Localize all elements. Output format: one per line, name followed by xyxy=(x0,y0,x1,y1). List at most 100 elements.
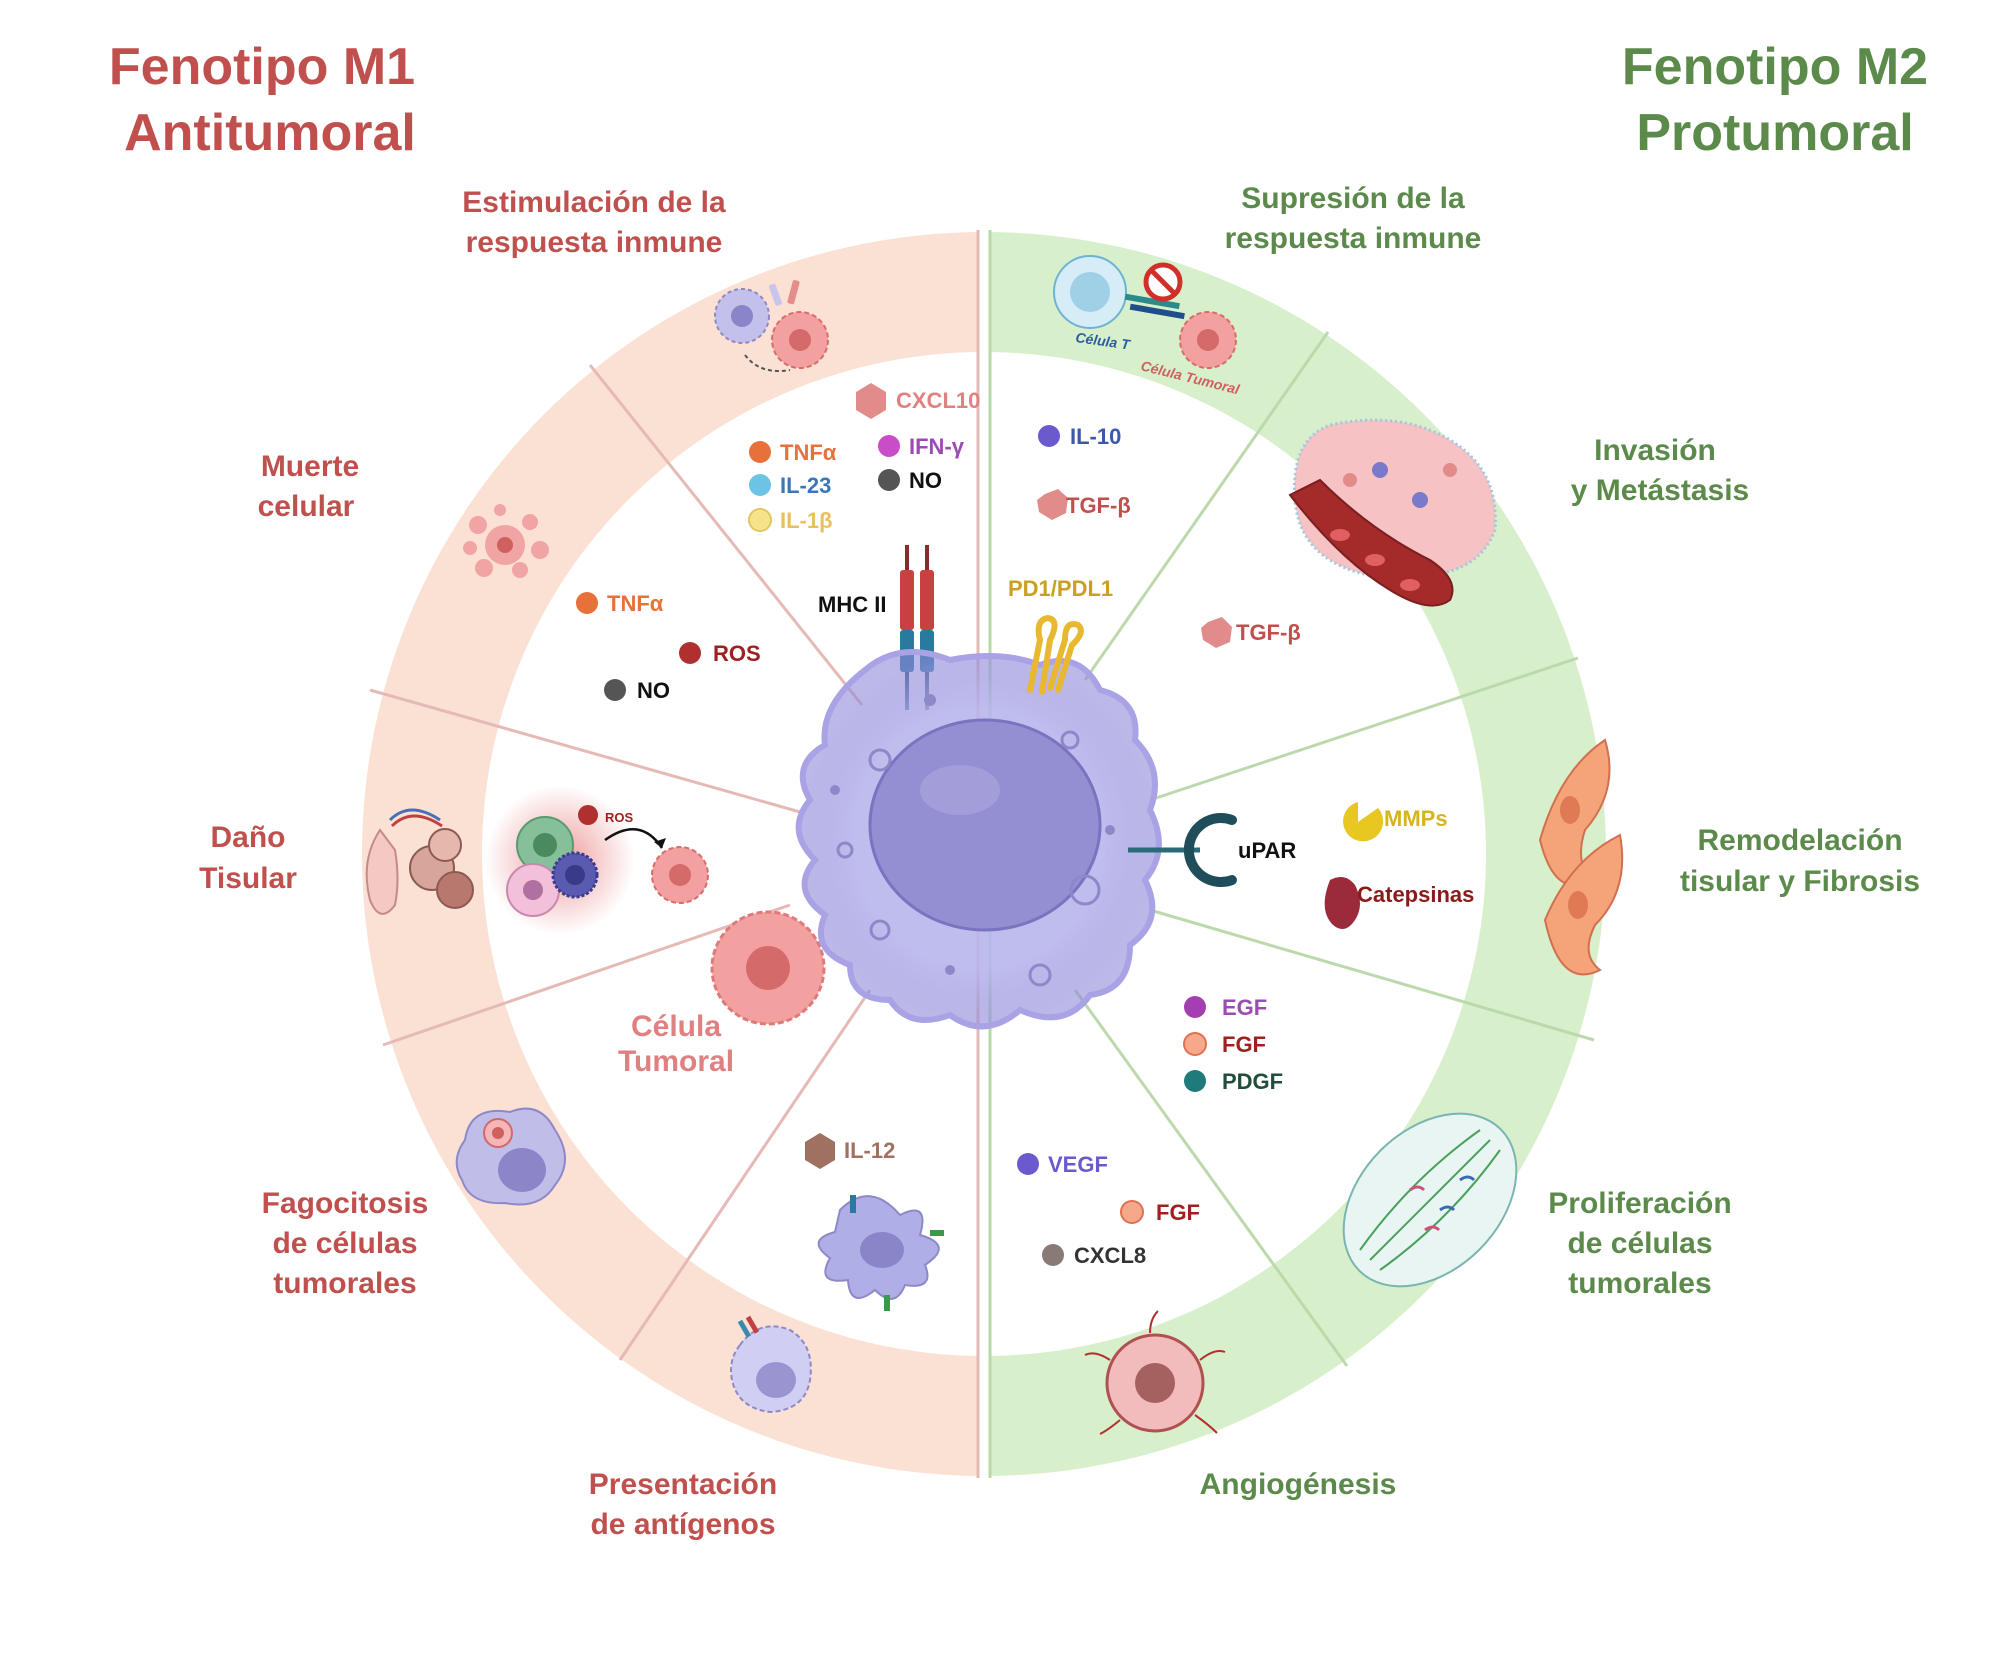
tissue-damage-illustration xyxy=(365,808,474,915)
svg-text:ROS: ROS xyxy=(713,641,761,666)
tgfb-1-marker: TGF-β xyxy=(1037,489,1131,520)
egf-marker: EGF xyxy=(1184,995,1267,1020)
svg-text:Tisular: Tisular xyxy=(199,862,297,895)
macrophage-cell xyxy=(795,649,1162,1030)
il10-marker: IL-10 xyxy=(1038,424,1121,449)
svg-text:TNFα: TNFα xyxy=(780,440,837,465)
svg-text:Invasión: Invasión xyxy=(1594,434,1716,467)
svg-text:VEGF: VEGF xyxy=(1048,1152,1108,1177)
metastasis-illustration xyxy=(1288,418,1497,607)
tumor-cell: Célula Tumoral xyxy=(618,910,826,1078)
svg-text:Catepsinas: Catepsinas xyxy=(1357,882,1474,907)
mitosis-illustration xyxy=(1342,1112,1518,1288)
il1b-marker: IL-1β xyxy=(748,508,833,533)
svg-text:NO: NO xyxy=(637,678,670,703)
m2-section-suppression: Supresión de la respuesta inmune xyxy=(1225,182,1482,255)
t-cell-label: Célula T xyxy=(1075,329,1133,353)
svg-text:Angiogénesis: Angiogénesis xyxy=(1200,1468,1397,1501)
ros-death-marker: ROS xyxy=(679,641,761,666)
svg-text:IL-12: IL-12 xyxy=(844,1138,895,1163)
no-stim-marker: NO xyxy=(878,468,942,493)
cell-death-illustration xyxy=(463,504,549,578)
tnfa-stim-marker: TNFα xyxy=(749,440,837,465)
pd1pdl1-receptor: PD1/PDL1 xyxy=(1008,576,1113,695)
svg-text:PDGF: PDGF xyxy=(1222,1069,1283,1094)
svg-text:de antígenos: de antígenos xyxy=(590,1508,775,1541)
svg-text:Proliferación: Proliferación xyxy=(1548,1187,1731,1220)
svg-text:celular: celular xyxy=(258,490,355,523)
fgf-1-marker: FGF xyxy=(1183,1032,1266,1057)
m2-section-proliferation: Proliferación de células tumorales xyxy=(1548,1187,1731,1300)
svg-text:IL-23: IL-23 xyxy=(780,473,831,498)
tgfb-2-marker: TGF-β xyxy=(1201,617,1301,648)
no-death-marker: NO xyxy=(604,678,670,703)
ifng-marker: IFN-γ xyxy=(878,434,965,459)
svg-text:Célula: Célula xyxy=(631,1010,721,1043)
m1-section-stimulation: Estimulación de la respuesta inmune xyxy=(462,186,726,259)
m1-section-damage: Daño Tisular xyxy=(199,821,297,895)
svg-text:tumorales: tumorales xyxy=(1568,1267,1711,1300)
m2-section-invasion: Invasión y Metástasis xyxy=(1571,434,1749,507)
fgf-2-marker: FGF xyxy=(1120,1200,1200,1225)
m2-section-angiogenesis: Angiogénesis xyxy=(1200,1468,1397,1501)
cxcl8-marker: CXCL8 xyxy=(1042,1243,1146,1268)
svg-text:FGF: FGF xyxy=(1222,1032,1266,1057)
m1-title-line1: Fenotipo M1 xyxy=(109,38,415,96)
svg-text:Remodelación: Remodelación xyxy=(1697,824,1902,857)
svg-text:IFN-γ: IFN-γ xyxy=(909,434,965,459)
il12-marker: IL-12 xyxy=(805,1133,895,1169)
m1-section-phagocytosis: Fagocitosis de células tumorales xyxy=(262,1187,429,1300)
svg-text:tisular y Fibrosis: tisular y Fibrosis xyxy=(1680,865,1920,898)
svg-text:Estimulación de la: Estimulación de la xyxy=(462,186,726,219)
svg-text:IL-1β: IL-1β xyxy=(780,508,833,533)
mmps-marker: MMPs xyxy=(1343,802,1448,842)
cathepsins-marker: Catepsinas xyxy=(1324,876,1474,929)
il23-marker: IL-23 xyxy=(749,473,831,498)
svg-text:TGF-β: TGF-β xyxy=(1066,493,1131,518)
svg-text:TGF-β: TGF-β xyxy=(1236,620,1301,645)
svg-text:TNFα: TNFα xyxy=(607,591,664,616)
m1-section-death: Muerte celular xyxy=(258,450,360,523)
ros-small-label: ROS xyxy=(605,810,634,825)
svg-text:Fagocitosis: Fagocitosis xyxy=(262,1187,429,1220)
svg-text:tumorales: tumorales xyxy=(273,1267,416,1300)
svg-text:de células: de células xyxy=(272,1227,417,1260)
svg-text:respuesta inmune: respuesta inmune xyxy=(466,226,723,259)
dendritic-cell xyxy=(817,1195,944,1311)
svg-text:IL-10: IL-10 xyxy=(1070,424,1121,449)
svg-text:uPAR: uPAR xyxy=(1238,838,1296,863)
pdgf-marker: PDGF xyxy=(1184,1069,1283,1094)
antigen-presentation-illustration xyxy=(730,1315,812,1414)
svg-text:EGF: EGF xyxy=(1222,995,1267,1020)
angiogenesis-illustration xyxy=(1084,1310,1226,1435)
svg-text:Presentación: Presentación xyxy=(589,1468,777,1501)
m2-title-line1: Fenotipo M2 xyxy=(1622,38,1928,96)
svg-text:CXCL10: CXCL10 xyxy=(896,388,980,413)
m2-title-line2: Protumoral xyxy=(1636,104,1913,162)
phagocytosis-illustration xyxy=(455,1107,566,1206)
svg-text:CXCL8: CXCL8 xyxy=(1074,1243,1146,1268)
svg-text:MMPs: MMPs xyxy=(1384,806,1448,831)
vegf-marker: VEGF xyxy=(1017,1152,1108,1177)
m2-sector-dividers xyxy=(1073,331,1595,1367)
svg-text:respuesta inmune: respuesta inmune xyxy=(1225,222,1482,255)
svg-text:NO: NO xyxy=(909,468,942,493)
m2-section-remodeling: Remodelación tisular y Fibrosis xyxy=(1680,824,1920,898)
upar-receptor: uPAR xyxy=(1128,813,1296,887)
svg-text:Daño: Daño xyxy=(211,821,286,854)
m1-section-presentation: Presentación de antígenos xyxy=(589,1468,777,1541)
tnfa-death-marker: TNFα xyxy=(576,591,664,616)
svg-text:FGF: FGF xyxy=(1156,1200,1200,1225)
svg-text:Supresión de la: Supresión de la xyxy=(1241,182,1465,215)
inflammation-cluster: ROS xyxy=(485,785,709,935)
svg-text:PD1/PDL1: PD1/PDL1 xyxy=(1008,576,1113,601)
m1-title-line2: Antitumoral xyxy=(124,104,416,162)
m1-sector-dividers xyxy=(369,364,872,1361)
svg-text:y Metástasis: y Metástasis xyxy=(1571,474,1749,507)
svg-text:MHC II: MHC II xyxy=(818,592,886,617)
cxcl10-marker: CXCL10 xyxy=(856,383,980,419)
stimulation-illustration xyxy=(714,280,829,372)
svg-text:de células: de células xyxy=(1567,1227,1712,1260)
svg-text:Muerte: Muerte xyxy=(261,450,359,483)
